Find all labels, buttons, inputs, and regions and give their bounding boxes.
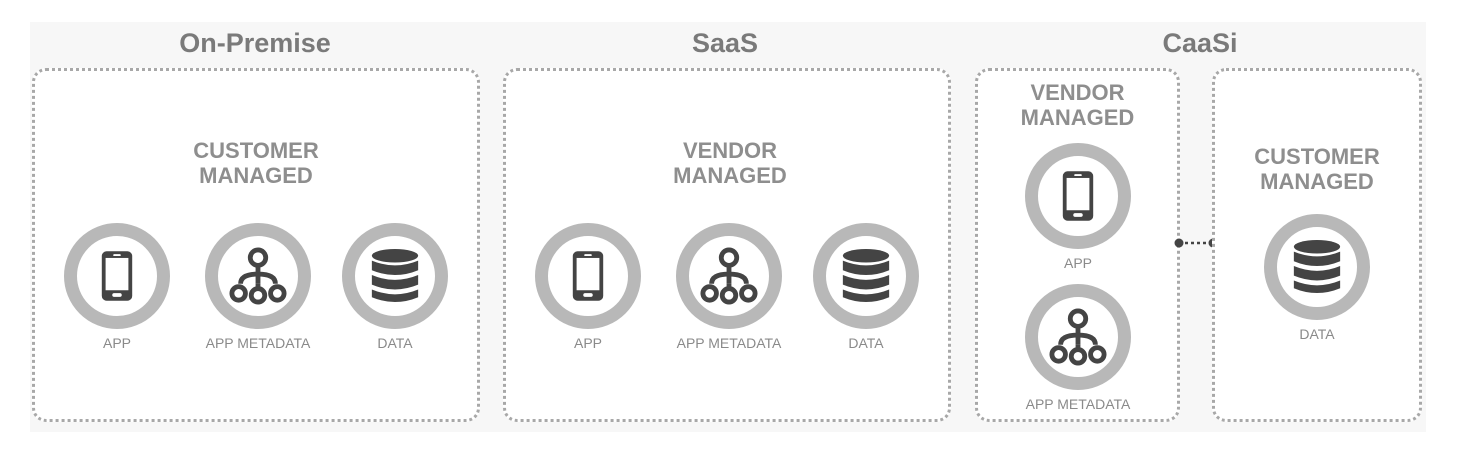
heading-line-2: MANAGED: [1260, 169, 1374, 194]
panel-saas: VENDOR MANAGED APP APP METADATA DATA: [503, 68, 951, 422]
hierarchy-icon: [227, 247, 289, 305]
node-label: APP: [1063, 255, 1092, 271]
node-data: DATA: [310, 223, 480, 351]
data-ring: [342, 223, 448, 329]
section-title-on-premise: On-Premise: [179, 28, 331, 58]
heading-line-1: CUSTOMER: [1254, 144, 1380, 169]
database-icon: [839, 247, 893, 305]
data-ring: [1264, 214, 1370, 320]
node-label: APP METADATA: [205, 335, 311, 351]
app-ring: [535, 223, 641, 329]
section-title-caasi: CaaSi: [1162, 28, 1238, 58]
database-icon: [1290, 238, 1344, 296]
panel-heading: CUSTOMER MANAGED: [1215, 144, 1419, 194]
node-label: APP: [102, 335, 131, 351]
database-icon: [368, 247, 422, 305]
node-app-metadata: APP METADATA: [993, 284, 1163, 412]
node-app-metadata: APP METADATA: [644, 223, 814, 351]
node-label: APP: [573, 335, 602, 351]
panel-heading: CUSTOMER MANAGED: [35, 138, 477, 188]
app-metadata-ring: [676, 223, 782, 329]
node-label: DATA: [377, 335, 413, 351]
node-app: APP: [32, 223, 202, 351]
panel-on-premise: CUSTOMER MANAGED APP APP METADATA DATA: [32, 68, 480, 422]
node-label: DATA: [848, 335, 884, 351]
node-label: DATA: [1299, 326, 1335, 342]
phone-icon: [1059, 169, 1097, 223]
node-label: APP METADATA: [676, 335, 782, 351]
app-ring: [64, 223, 170, 329]
node-app: APP: [993, 143, 1163, 271]
panel-caasi-customer: CUSTOMER MANAGED DATA: [1212, 68, 1422, 422]
node-label: APP METADATA: [1025, 396, 1131, 412]
heading-line-1: CUSTOMER: [193, 138, 319, 163]
app-metadata-ring: [1025, 284, 1131, 390]
heading-line-2: MANAGED: [673, 163, 787, 188]
phone-icon: [98, 249, 136, 303]
heading-line-2: MANAGED: [1020, 105, 1135, 130]
node-app-metadata: APP METADATA: [173, 223, 343, 351]
heading-line-2: MANAGED: [199, 163, 313, 188]
hierarchy-icon: [1047, 308, 1109, 366]
node-app: APP: [503, 223, 673, 351]
heading-line-1: VENDOR: [1030, 80, 1125, 105]
panel-heading: VENDOR MANAGED: [506, 138, 954, 188]
panel-caasi-vendor: VENDOR MANAGED APP APP METADATA: [975, 68, 1180, 422]
section-title-saas: SaaS: [691, 28, 759, 58]
app-metadata-ring: [205, 223, 311, 329]
node-data: DATA: [781, 223, 951, 351]
node-data: DATA: [1232, 214, 1402, 342]
hierarchy-icon: [698, 247, 760, 305]
heading-line-1: VENDOR: [682, 138, 778, 163]
panel-heading: VENDOR MANAGED: [978, 80, 1177, 130]
phone-icon: [569, 249, 607, 303]
app-ring: [1025, 143, 1131, 249]
data-ring: [813, 223, 919, 329]
